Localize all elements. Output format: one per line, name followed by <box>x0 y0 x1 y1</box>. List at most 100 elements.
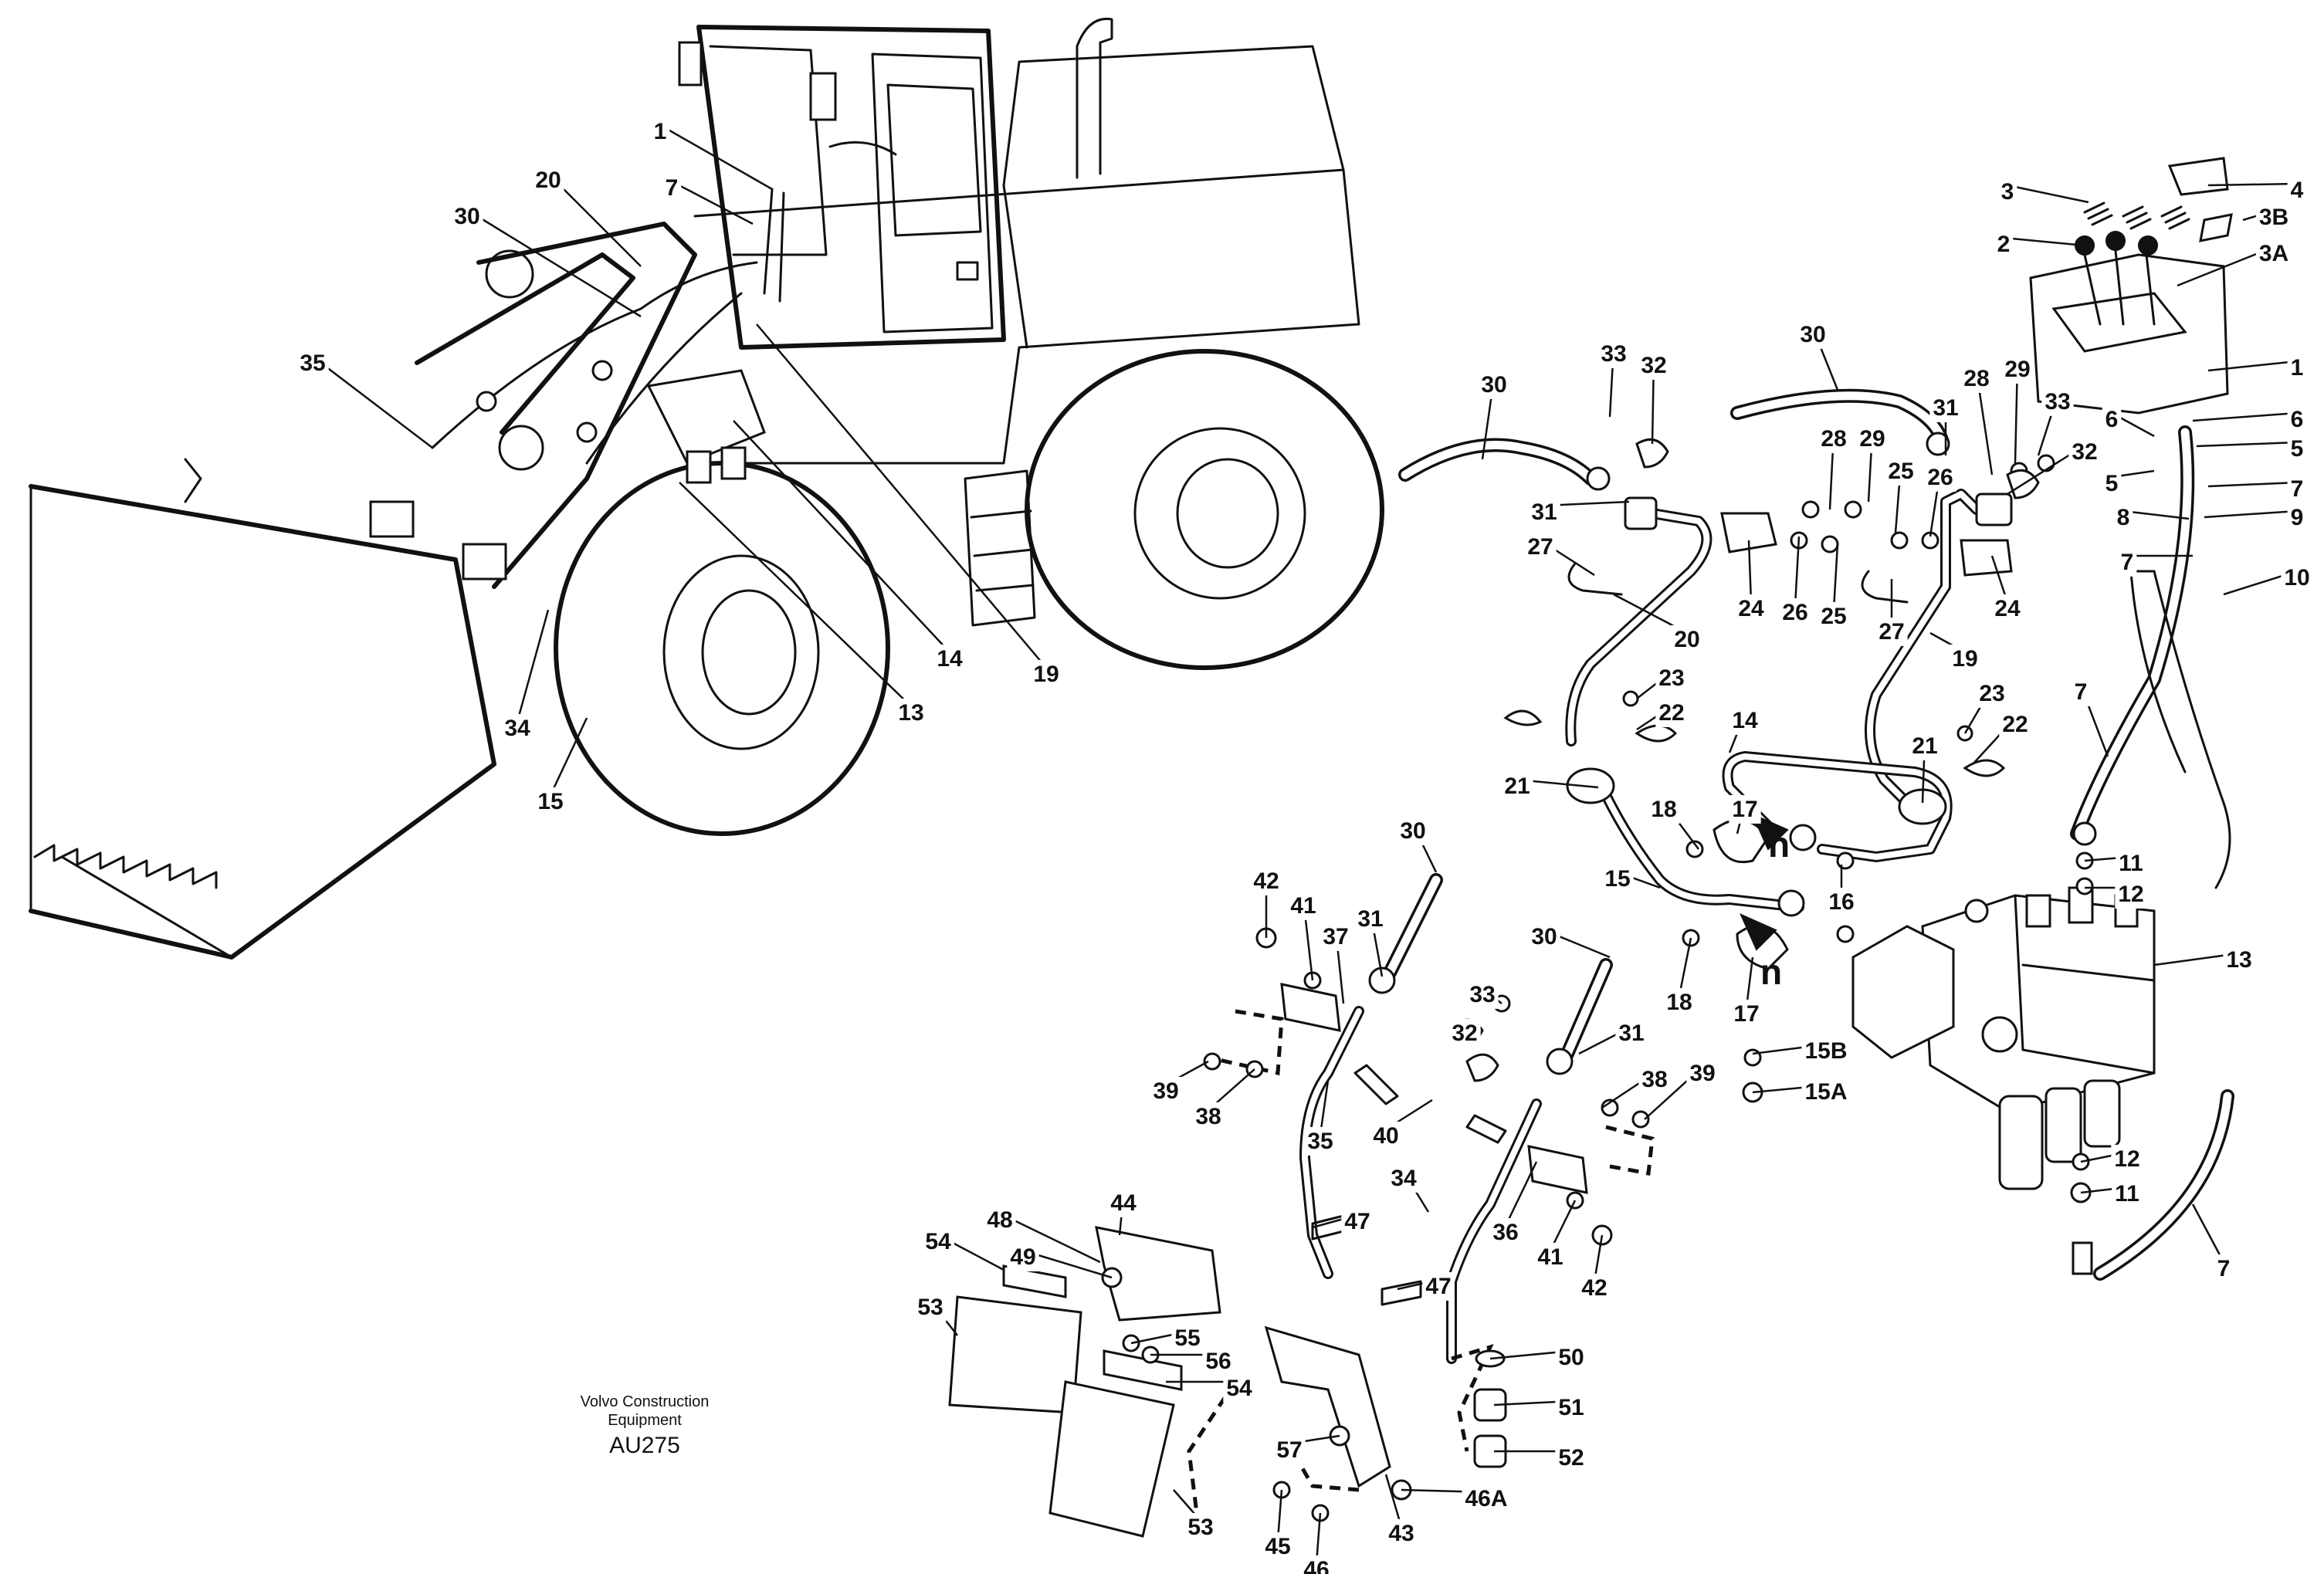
callout-leader-line <box>2207 481 2298 488</box>
callout-label-background <box>1287 891 1320 920</box>
callout-leader-line <box>2192 411 2298 422</box>
callout-label-background <box>1999 709 2031 739</box>
callout-label: 53 <box>917 1295 943 1320</box>
callout-label-background <box>2117 547 2137 577</box>
callout-label-background <box>451 201 483 231</box>
callout-label-background <box>662 173 682 202</box>
callout-label: 29 <box>2004 357 2030 382</box>
callout-label: 39 <box>1689 1061 1715 1086</box>
callout-label-background <box>2287 353 2307 382</box>
callout-label-background <box>984 1205 1016 1234</box>
callout-leader-line <box>1794 536 1801 607</box>
callout-label: 14 <box>937 646 963 672</box>
callout-label-background <box>1735 594 1767 623</box>
footer-company-line2: Equipment <box>608 1412 682 1429</box>
callout-label: 31 <box>1357 906 1383 932</box>
callout-leader-line <box>1747 540 1753 603</box>
callout-label-background <box>650 117 670 146</box>
callout-label: 35 <box>300 350 325 376</box>
callout-label: 37 <box>1323 924 1348 949</box>
callout-label: 6 <box>2291 407 2304 432</box>
callout-label: 40 <box>1373 1123 1398 1149</box>
callout-label-background <box>2287 474 2307 503</box>
callout-label-background <box>1960 364 1993 393</box>
callout-label-background <box>2068 437 2101 466</box>
callout-label-background <box>1597 339 1630 368</box>
callout-leader-line <box>671 180 754 225</box>
callout-label: 7 <box>2121 550 2134 575</box>
callout-label: 48 <box>987 1207 1012 1233</box>
callout-label: 28 <box>1821 426 1846 452</box>
callout-label: 33 <box>1601 341 1626 367</box>
callout-label-background <box>1818 424 1850 453</box>
callout-label-background <box>1924 462 1956 492</box>
callout-leader-line <box>756 323 1047 669</box>
callout-label-background <box>1273 1435 1306 1464</box>
callout-label-background <box>1729 794 1761 824</box>
callout-label-background <box>1686 1058 1719 1088</box>
callout-leader-line <box>1319 1080 1330 1136</box>
callout-label-background <box>1501 771 1533 801</box>
callout-leader-line <box>1832 543 1839 611</box>
callout-label: 12 <box>2114 1146 2139 1172</box>
callout-leader-line <box>2191 1203 2225 1263</box>
callout-label-background <box>1171 1323 1204 1352</box>
callout-label: 35 <box>1307 1129 1333 1154</box>
callout-label: 11 <box>2119 851 2143 876</box>
detail-marker-upper: n <box>1768 824 1790 865</box>
callout-label: 13 <box>898 700 923 726</box>
callout-label: 1 <box>2291 355 2304 381</box>
callout-label-background <box>1856 424 1889 453</box>
callout-label-background <box>1671 625 1703 654</box>
callout-label: 5 <box>2105 471 2119 496</box>
callout-label: 18 <box>1666 990 1692 1015</box>
callout-label: 31 <box>1618 1021 1644 1046</box>
callout-label: 21 <box>1504 773 1530 799</box>
callout-label: 57 <box>1276 1437 1302 1463</box>
callout-label: 46A <box>1465 1486 1507 1511</box>
callout-label-background <box>1655 663 1688 692</box>
callout-label: 11 <box>2115 1181 2139 1207</box>
callout-label-background <box>2112 1179 2143 1208</box>
callout-label-background <box>2255 239 2292 268</box>
footer-company-line1: Volvo Construction <box>581 1393 710 1410</box>
callout-label-background <box>1909 731 1941 760</box>
callout-label-background <box>1976 679 2008 708</box>
callout-label: 15 <box>537 789 563 814</box>
callout-label: 4 <box>2291 178 2304 203</box>
callout-label: 26 <box>1927 465 1953 490</box>
callout-label: 47 <box>1425 1274 1451 1299</box>
callout-leader-line <box>1678 937 1692 997</box>
callout-label-background <box>532 165 564 195</box>
callout-leader-line <box>466 208 642 318</box>
callout-label: 15A <box>1804 1079 1847 1105</box>
callout-label-background <box>1730 999 1763 1028</box>
callout-label-background <box>1818 601 1850 631</box>
callout-label: 42 <box>1253 868 1279 894</box>
callout-label: 7 <box>666 175 679 201</box>
callout-label: 18 <box>1651 797 1676 822</box>
callout-label-background <box>2116 848 2146 878</box>
callout-label-background <box>1534 1242 1567 1271</box>
callout-label-background <box>1638 350 1670 380</box>
callout-leader-line <box>1384 1474 1403 1528</box>
callout-leader-line <box>1745 956 1754 1008</box>
callout-label-background <box>1341 1207 1374 1236</box>
callout-label-background <box>1994 229 2014 259</box>
callout-label-background <box>1528 922 1560 951</box>
callout-label-background <box>1638 1065 1671 1094</box>
callout-label-background <box>2111 1144 2143 1173</box>
callout-label-background <box>1875 617 1908 646</box>
callout-label: 53 <box>1187 1515 1213 1540</box>
callout-leader-line <box>999 1212 1101 1264</box>
callout-label: 8 <box>2117 505 2130 530</box>
callout-label: 36 <box>1492 1220 1518 1245</box>
callout-label-background <box>1478 370 1510 399</box>
callout-label: 27 <box>1527 534 1553 560</box>
callout-label-background <box>895 698 927 727</box>
footer-drawing-code: AU275 <box>609 1433 680 1458</box>
callout-label-background <box>1150 1076 1182 1105</box>
callout-label-background <box>1354 904 1387 933</box>
callout-label: 30 <box>454 204 479 229</box>
callout-label-background <box>2102 469 2122 498</box>
